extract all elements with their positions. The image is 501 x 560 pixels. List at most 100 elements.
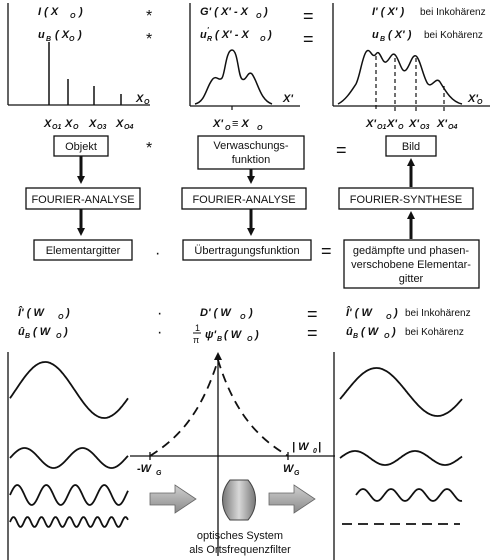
svg-text:B: B: [217, 336, 222, 343]
svg-text:B: B: [353, 333, 358, 340]
svg-text:O: O: [247, 336, 253, 343]
output-arrow-icon: [268, 484, 316, 514]
svg-text:B: B: [46, 36, 51, 43]
svg-text:O: O: [257, 125, 263, 132]
svg-text:( W: ( W: [361, 326, 380, 338]
image-tick-1: X': [365, 118, 376, 130]
svg-text:O: O: [58, 314, 64, 321]
svg-text:O: O: [384, 333, 390, 340]
lens-caption-line-2: als Ortsfrequenzfilter: [189, 544, 291, 556]
svg-text:O: O: [225, 125, 231, 132]
svg-text:): ): [263, 6, 268, 18]
image-tick-2: X': [386, 118, 397, 130]
svg-text:O: O: [256, 13, 262, 20]
gedampfte-line-1: gedämpfte und phasen-: [353, 245, 470, 257]
fourier-analyse-box-1: [25, 187, 141, 210]
dot-operator-2: ·: [157, 305, 162, 322]
pos-cutoff-label: W: [283, 463, 295, 475]
svg-text:O: O: [144, 99, 150, 106]
gedampfte-line-3: gitter: [399, 273, 424, 285]
object-tick-3: X: [88, 118, 97, 130]
bei-inkoharenz-bottom: bei Inkohärenz: [405, 308, 471, 319]
image-wave-1: [339, 367, 463, 417]
spread-curve: [194, 49, 273, 105]
gedampfte-elementargitter-box: [343, 239, 480, 289]
image-spectrum-intensity-label: Î' ( W: [346, 306, 373, 319]
verwaschungsfunktion-line-1: Verwaschungs-: [213, 140, 289, 152]
equals-operator-3: =: [336, 140, 347, 160]
svg-text:0: 0: [313, 448, 317, 455]
image-amplitude-label: u: [372, 29, 379, 41]
svg-text:G: G: [294, 470, 300, 477]
bild-box: [385, 135, 437, 157]
elementargitter-box: [33, 239, 133, 261]
spectrum-amplitude-label: û: [18, 326, 25, 338]
svg-text:): ): [391, 326, 396, 338]
elementargitter-label: Elementargitter: [46, 245, 121, 257]
grating-wave-4: [9, 516, 129, 528]
convolve-operator-3: *: [146, 140, 152, 157]
spread-plot: G' ( X' - X O ) u ' R ( X' - X O ) X' X'…: [189, 3, 300, 132]
svg-text:( W: ( W: [224, 329, 243, 341]
object-tick-1: X: [43, 118, 52, 130]
ubertragungsfunktion-box: [182, 239, 312, 261]
objekt-label: Objekt: [65, 141, 97, 153]
fraction-denominator: π: [193, 335, 199, 345]
object-plot: I ( X O ) u B ( X O ) X O X O1 X O X O3 …: [7, 3, 150, 131]
svg-text:B: B: [25, 333, 30, 340]
object-axis-label: X: [135, 93, 144, 105]
svg-text:( X: ( X: [55, 29, 70, 41]
image-intensity-label: I' ( X' ): [372, 6, 404, 18]
bei-inkoharenz-top: bei Inkohärenz: [420, 7, 486, 18]
svg-text:O: O: [398, 124, 404, 131]
fourier-analyse-box-2: [181, 187, 307, 210]
spread-axis-label: X': [282, 93, 293, 105]
svg-text:O: O: [70, 13, 76, 20]
svg-text:): ): [78, 6, 83, 18]
transfer-axis-label: | W: [292, 441, 310, 453]
image-wave-2: [339, 450, 463, 466]
svg-text:O: O: [56, 333, 62, 340]
spread-intensity-label: G' ( X' - X: [200, 6, 249, 18]
grating-wave-3: [9, 484, 129, 506]
gedampfte-line-2: verschobene Elementar-: [351, 259, 471, 271]
svg-text:O1: O1: [377, 124, 386, 131]
spread-tick: X': [212, 118, 223, 130]
svg-text:( X' ): ( X' ): [388, 29, 412, 41]
bottom-mid-labels: D' ( W O ) 1 π ψ' B ( W O ): [193, 307, 259, 345]
image-spectrum-amplitude-label: û: [346, 326, 353, 338]
image-curve: [337, 49, 463, 105]
equals-operator-1: =: [303, 6, 314, 26]
fraction-numerator: 1: [195, 323, 200, 333]
transfer-curve: [149, 356, 289, 457]
image-plot: I' ( X' ) bei Inkohärenz u B ( X' ) bei …: [332, 3, 490, 131]
svg-text:): ): [267, 29, 272, 41]
svg-text:): ): [254, 329, 259, 341]
fourier-synthese-label: FOURIER-SYNTHESE: [350, 194, 462, 206]
svg-text:O: O: [73, 124, 79, 131]
fourier-analyse-label-2: FOURIER-ANALYSE: [192, 194, 295, 206]
svg-text:≡ X: ≡ X: [232, 118, 249, 130]
svg-text:O3: O3: [420, 124, 429, 131]
svg-text:B: B: [380, 36, 385, 43]
dot-operator-3: ·: [157, 324, 162, 341]
svg-text:|: |: [318, 441, 321, 453]
image-wave-3: [355, 488, 463, 502]
object-tick-2: X: [64, 118, 73, 130]
object-tick-4: X: [115, 118, 124, 130]
convolve-operator-1: *: [146, 8, 152, 25]
svg-text:): ): [248, 307, 253, 319]
neg-cutoff-label: -W: [137, 463, 153, 475]
grating-wave-1: [9, 361, 129, 419]
svg-text:O4: O4: [448, 124, 457, 131]
equals-operator-6: =: [307, 323, 318, 343]
svg-text:O: O: [386, 314, 392, 321]
object-amplitude-label: u: [38, 29, 45, 41]
dot-operator-1: ·: [155, 245, 160, 262]
svg-text:G: G: [156, 470, 162, 477]
svg-text:): ): [65, 307, 70, 319]
ubertragungsfunktion-label: Übertragungsfunktion: [194, 245, 299, 257]
bild-label: Bild: [402, 141, 420, 153]
